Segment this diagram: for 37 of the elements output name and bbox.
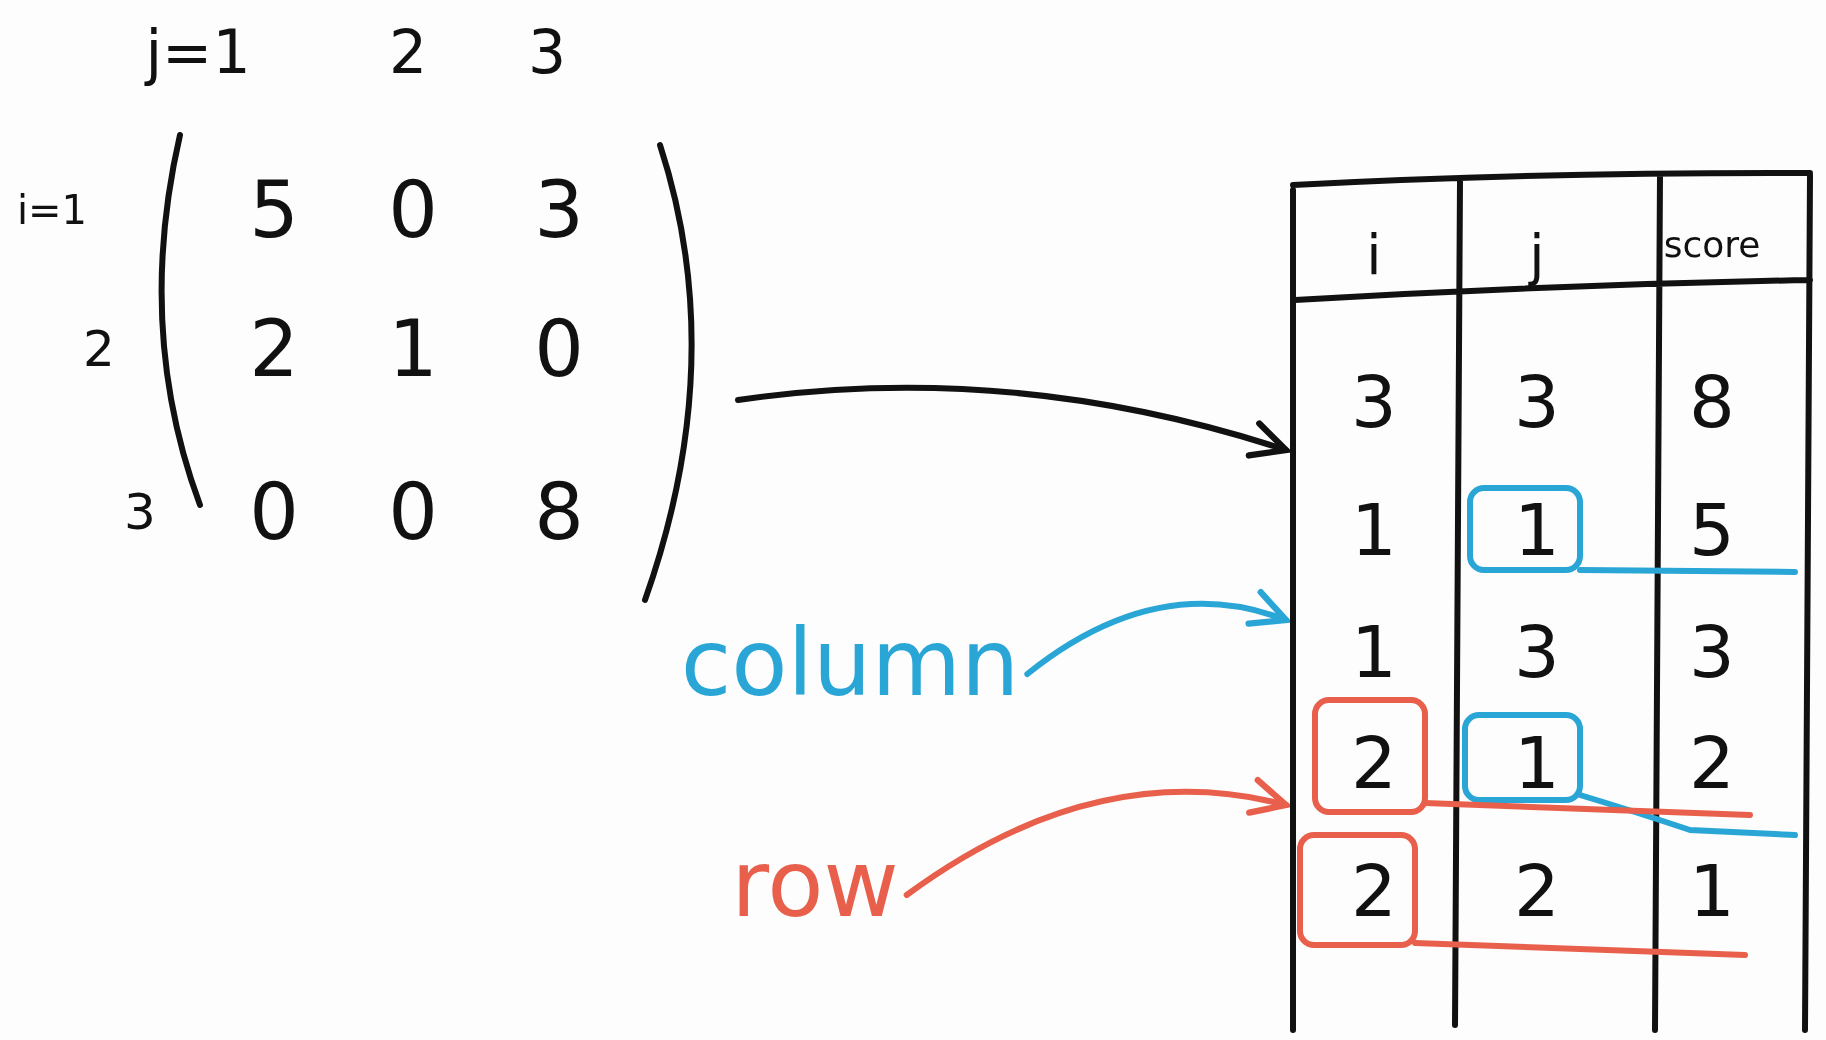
matrix-entry: 0 [388, 171, 438, 249]
table-cell: 1 [1514, 494, 1560, 566]
index-label: 2 [388, 22, 428, 82]
arrow [903, 778, 1290, 898]
table-cell: 3 [1514, 366, 1560, 438]
table-cell: 2 [1689, 727, 1735, 799]
table-cell: 1 [1351, 494, 1397, 566]
table-cell: 2 [1514, 855, 1560, 927]
index-label: 3 [527, 22, 567, 82]
table-cell: 3 [1514, 616, 1560, 688]
column-header: score [1663, 227, 1761, 263]
matrix-entry: 8 [534, 473, 584, 551]
matrix-entry: 2 [249, 310, 299, 388]
matrix-entry: 1 [388, 310, 438, 388]
table-cell: 3 [1351, 366, 1397, 438]
table-grid [1290, 170, 1815, 1030]
table-cell: 1 [1351, 616, 1397, 688]
matrix-entry: 0 [249, 473, 299, 551]
column-header: i [1366, 227, 1382, 283]
arrow [735, 384, 1290, 460]
table-cell: 3 [1689, 616, 1735, 688]
table-cell: 2 [1351, 855, 1397, 927]
index-label: 2 [83, 324, 115, 374]
matrix-entry: 0 [534, 310, 584, 388]
index-label: i=1 [16, 190, 88, 230]
handwritten-label: row [731, 839, 899, 931]
table-cell: 1 [1514, 727, 1560, 799]
table-cell: 8 [1689, 366, 1735, 438]
arrow [1024, 590, 1290, 677]
matrix-entry: 0 [388, 473, 438, 551]
table-cell: 1 [1689, 855, 1735, 927]
index-label: 3 [124, 487, 156, 537]
table-cell: 5 [1689, 494, 1735, 566]
table-cell: 2 [1351, 727, 1397, 799]
matrix-entry: 5 [249, 171, 299, 249]
matrix-entry: 3 [534, 171, 584, 249]
handwritten-label: column [680, 618, 1020, 710]
